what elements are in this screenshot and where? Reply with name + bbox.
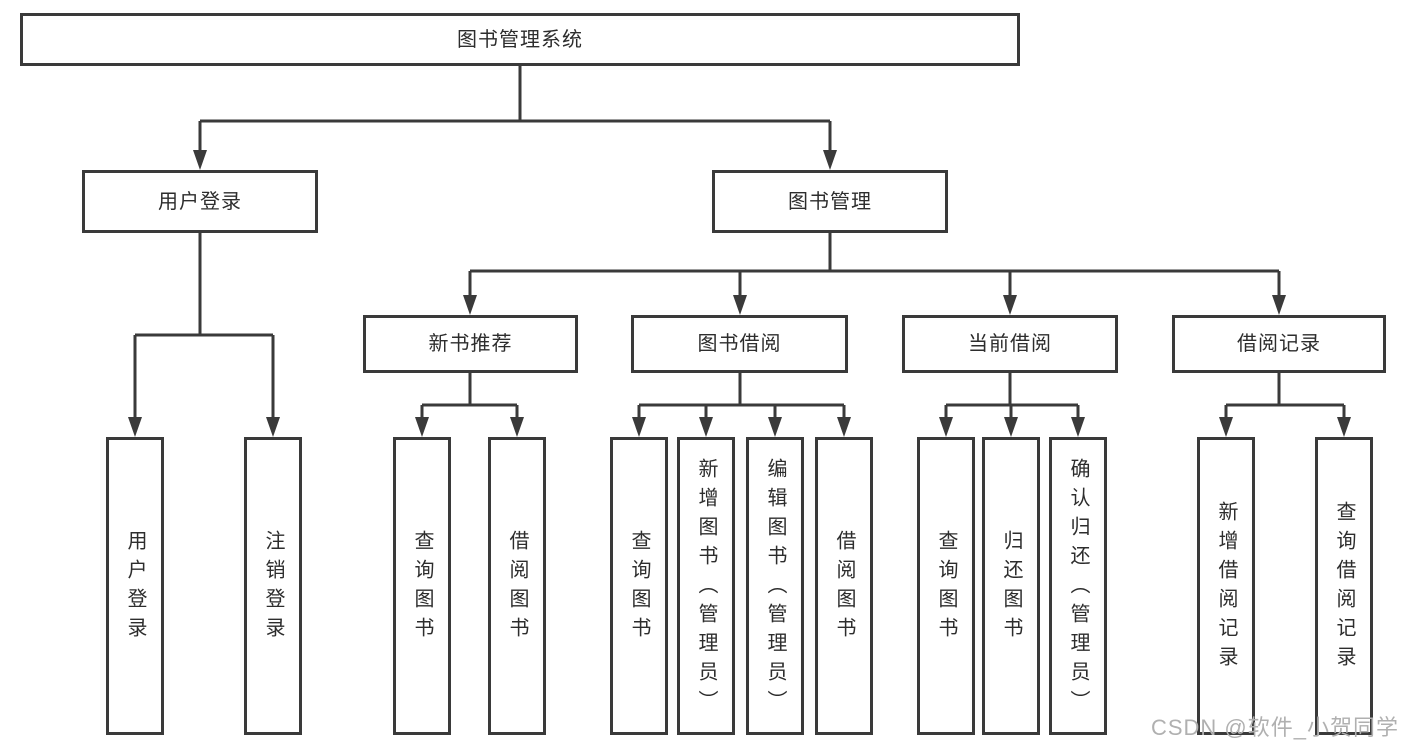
leaf-query-borrow-record: 查询借阅记录 bbox=[1315, 437, 1373, 735]
connector-current-borrow-to-leaves bbox=[939, 373, 1085, 437]
connector-book-borrow-to-leaves bbox=[632, 373, 851, 437]
node-book-borrow: 图书借阅 bbox=[631, 315, 848, 373]
node-new-book-recommend: 新书推荐 bbox=[363, 315, 578, 373]
connector-new-book-recommend-to-leaves bbox=[415, 373, 524, 437]
node-user-login: 用户登录 bbox=[82, 170, 318, 233]
node-borrow-records: 借阅记录 bbox=[1172, 315, 1386, 373]
node-book-management: 图书管理 bbox=[712, 170, 948, 233]
leaf-borrow-books: 借阅图书 bbox=[815, 437, 873, 735]
connector-root-to-level2 bbox=[193, 66, 837, 170]
leaf-edit-books-admin: 编辑图书（管理员） bbox=[746, 437, 804, 735]
leaf-borrow-books-recommend: 借阅图书 bbox=[488, 437, 546, 735]
node-current-borrow: 当前借阅 bbox=[902, 315, 1118, 373]
leaf-query-books-recommend: 查询图书 bbox=[393, 437, 451, 735]
leaf-user-login: 用户登录 bbox=[106, 437, 164, 735]
leaf-confirm-return-admin: 确认归还（管理员） bbox=[1049, 437, 1107, 735]
node-root: 图书管理系统 bbox=[20, 13, 1020, 66]
leaf-logout: 注销登录 bbox=[244, 437, 302, 735]
leaf-add-borrow-record: 新增借阅记录 bbox=[1197, 437, 1255, 735]
leaf-add-books-admin: 新增图书（管理员） bbox=[677, 437, 735, 735]
leaf-query-books-borrow: 查询图书 bbox=[610, 437, 668, 735]
leaf-query-books-current: 查询图书 bbox=[917, 437, 975, 735]
connector-user-login-to-leaves bbox=[128, 233, 280, 437]
connector-book-management-to-level3 bbox=[463, 233, 1286, 315]
watermark: CSDN @软件_小贺同学 bbox=[1150, 715, 1399, 740]
connector-borrow-records-to-leaves bbox=[1219, 373, 1351, 437]
leaf-return-books: 归还图书 bbox=[982, 437, 1040, 735]
